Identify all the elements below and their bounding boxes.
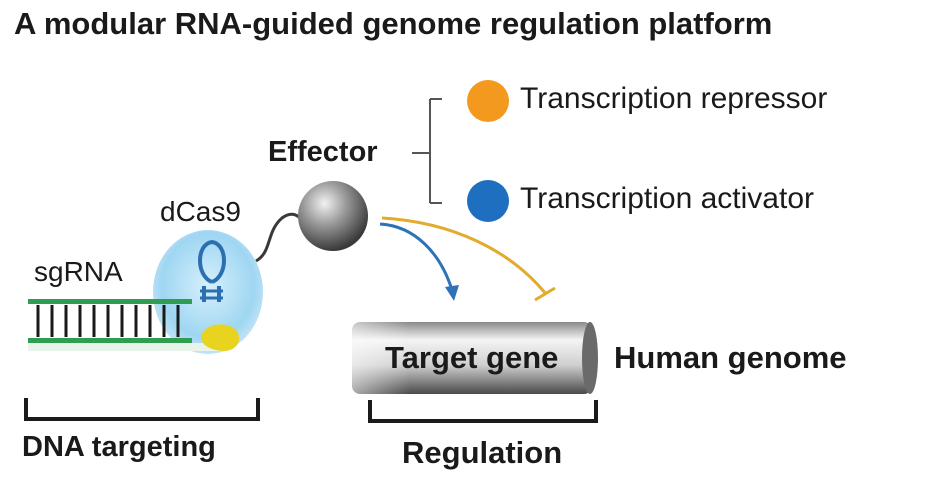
repressor-circle-icon: [467, 80, 509, 122]
pam-blob-shape: [201, 324, 240, 352]
regulation-label: Regulation: [402, 435, 563, 470]
repression-line: [381, 216, 556, 302]
sgrna-label: sgRNA: [34, 256, 123, 287]
diagram-title: A modular RNA-guided genome regulation p…: [14, 6, 773, 41]
activator-circle-icon: [467, 180, 509, 222]
effector-label: Effector: [268, 136, 378, 168]
linker-line: [255, 212, 302, 263]
dna-double-strand: [28, 299, 228, 351]
activator-label: Transcription activator: [520, 182, 814, 215]
human-genome-label: Human genome: [614, 340, 847, 375]
dna-targeting-label: DNA targeting: [22, 431, 216, 463]
regulation-bracket: [368, 400, 598, 423]
sgrna-hairpin-icon: [198, 239, 226, 302]
target-gene-label: Target gene: [385, 340, 559, 375]
effector-sphere-icon: [298, 181, 368, 251]
activation-arrow: [379, 222, 459, 301]
dcas9-label: dCas9: [160, 196, 241, 227]
effector-options-bracket: [412, 98, 442, 204]
repressor-label: Transcription repressor: [520, 82, 828, 115]
target-gene-cylinder: [352, 322, 592, 394]
dna-targeting-bracket: [24, 398, 260, 421]
